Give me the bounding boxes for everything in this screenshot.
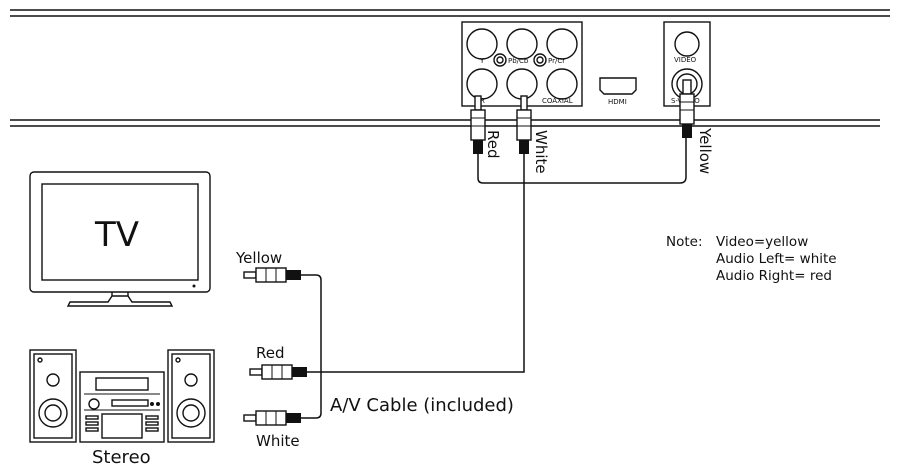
- hdmi-label: HDMI: [608, 98, 627, 106]
- tv-illustration: TV: [29, 171, 211, 307]
- top-red-label: Red: [484, 130, 502, 159]
- player-rear-panel: [10, 9, 890, 127]
- hdmi-port: HDMI: [599, 77, 637, 106]
- left-red-label: Red: [256, 344, 285, 362]
- plug-yellow-top: [679, 79, 695, 138]
- note-prefix: Note:: [666, 234, 703, 250]
- plug-red-top: [470, 95, 486, 154]
- note-audio-left: Audio Left= white: [716, 251, 837, 267]
- stereo-label: Stereo: [92, 447, 151, 468]
- note-video: Video=yellow: [716, 234, 808, 250]
- jack-pb-label: Pb/Cb: [508, 57, 529, 65]
- av-cable-wires: [301, 138, 687, 419]
- plug-yellow-left: [243, 267, 301, 283]
- jack-block-component-audio: Y Pb/Cb Pr/Cr R L COAXIAL: [461, 21, 583, 107]
- jack-pr-label: Pr/Cr: [548, 57, 565, 65]
- top-yellow-label: Yellow: [696, 127, 714, 174]
- left-yellow-label: Yellow: [235, 249, 282, 267]
- stereo-illustration: Stereo: [29, 349, 215, 468]
- left-white-label: White: [256, 432, 300, 450]
- top-white-label: White: [532, 130, 550, 174]
- plug-white-top: [516, 95, 532, 154]
- note-audio-right: Audio Right= red: [716, 268, 832, 284]
- jack-y-label: Y: [479, 57, 485, 65]
- cable-label: A/V Cable (included): [330, 395, 514, 416]
- tv-label: TV: [94, 215, 139, 255]
- plug-red-left: [249, 364, 307, 380]
- video-label: VIDEO: [674, 56, 697, 64]
- jack-coaxial-label: COAXIAL: [542, 97, 573, 105]
- color-note: Note: Video=yellow Audio Left= white Aud…: [666, 234, 837, 284]
- jack-r-label: R: [480, 97, 485, 105]
- plug-white-left: [243, 410, 301, 426]
